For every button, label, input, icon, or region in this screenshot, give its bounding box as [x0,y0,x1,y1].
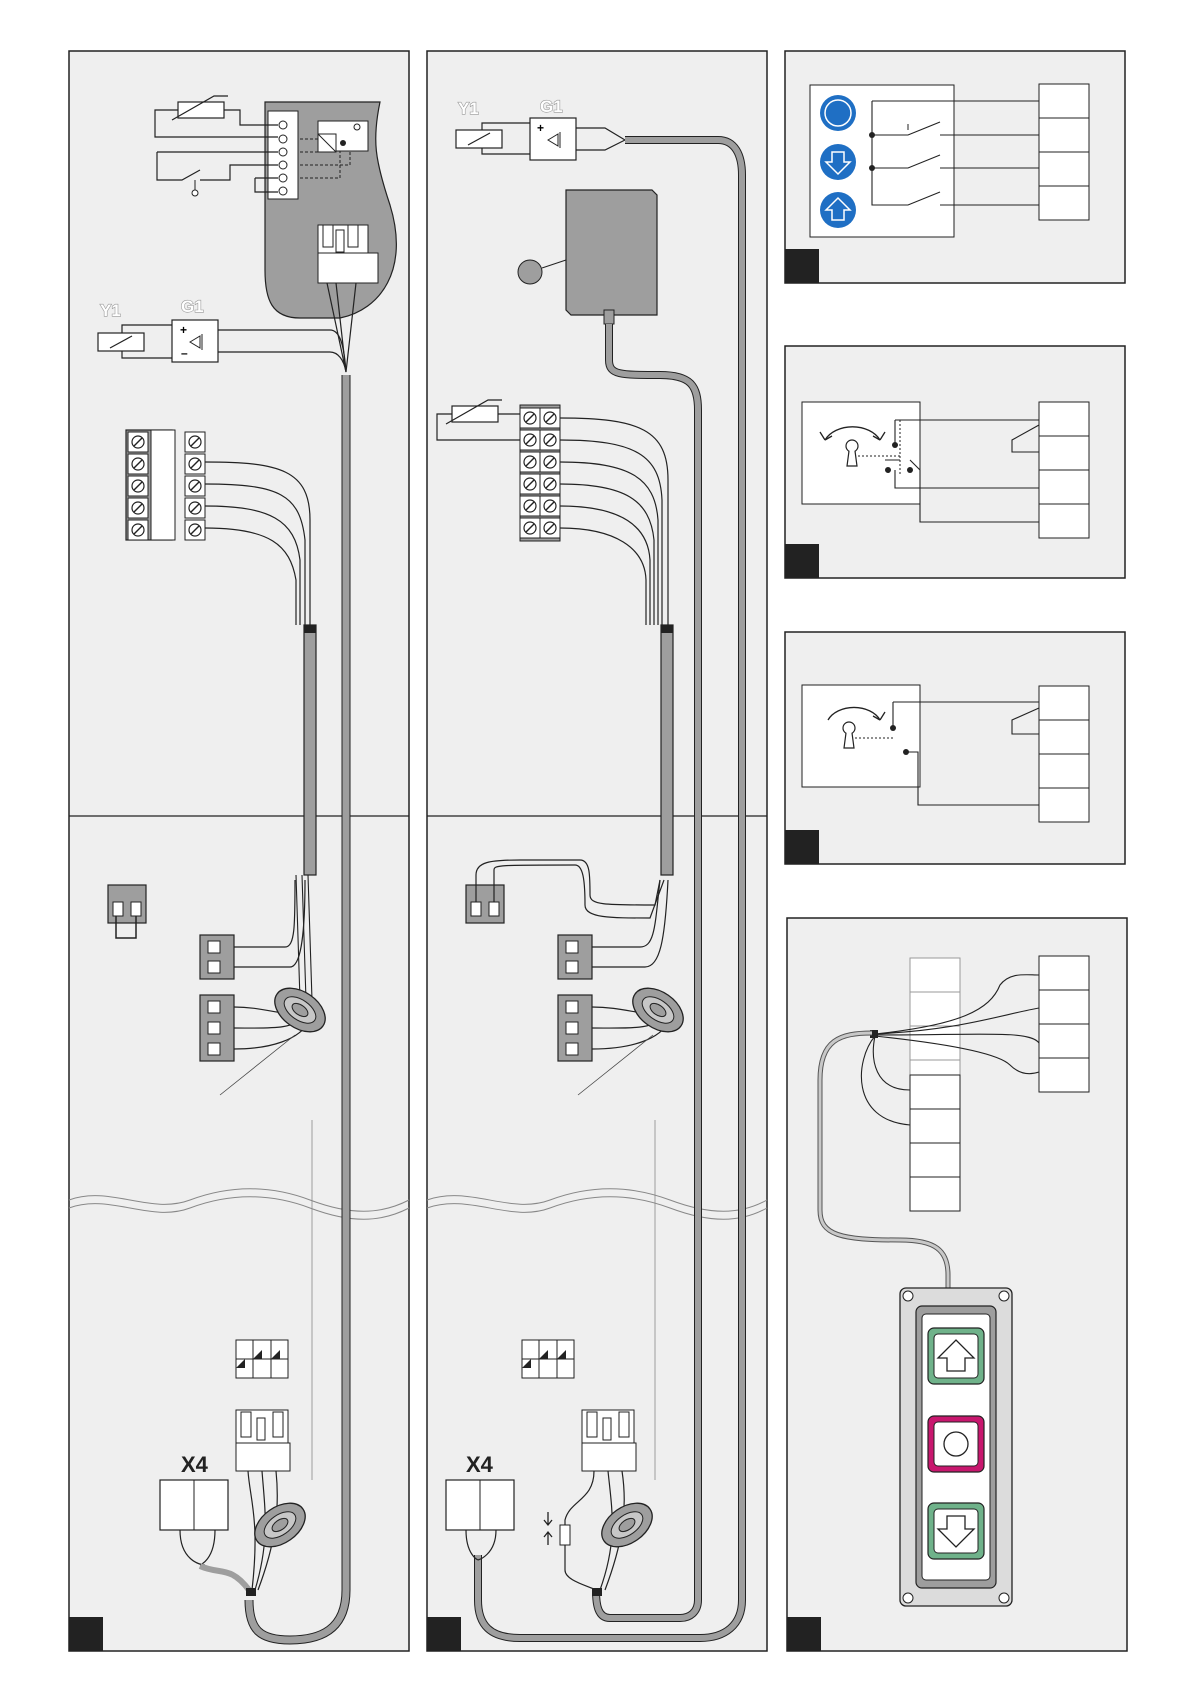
svg-text:+: + [180,323,187,337]
p2-connector-label: X4 [466,1452,494,1477]
panel-4 [785,346,1125,578]
panel-2: Y1 G1 + [427,51,767,1651]
panel-5 [785,632,1125,864]
down-arrow-button-icon [820,144,856,180]
pendant-stop-icon [928,1416,984,1472]
p1-rectifier-label: G1 [181,297,204,316]
stop-button-icon [820,95,856,131]
panel-1: Y1 G1 + – [69,51,409,1651]
svg-text:+: + [537,121,544,135]
svg-text:–: – [181,346,188,360]
panel-6 [787,918,1127,1651]
p1-solenoid-label: Y1 [100,301,121,320]
p2-rectifier-label: G1 [540,97,563,116]
p2-solenoid-label: Y1 [458,99,479,118]
pendant-down-icon [928,1503,984,1559]
panel-3 [785,51,1125,283]
pendant-up-icon [928,1328,984,1384]
p1-connector-label: X4 [181,1452,209,1477]
up-arrow-button-icon [820,192,856,228]
